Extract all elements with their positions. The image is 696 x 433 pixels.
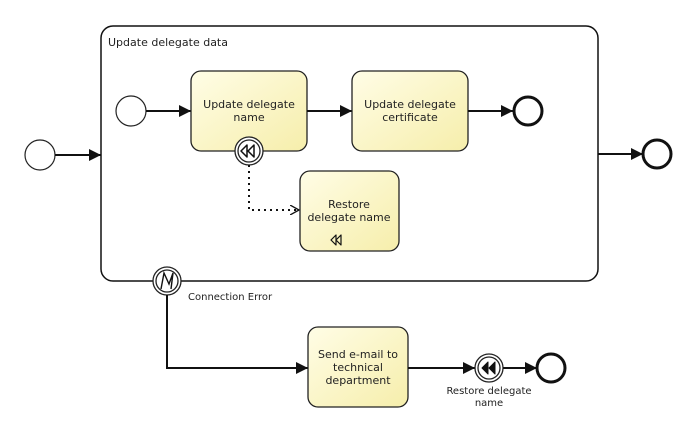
task-restore-delegate-name[interactable]: Restore delegate name	[299, 170, 400, 252]
task-label: department	[325, 374, 391, 387]
task-label: name	[233, 111, 264, 124]
task-update-delegate-name[interactable]: Update delegate name	[190, 70, 308, 152]
compensation-rewind-icon	[240, 144, 255, 158]
start-event-inner[interactable]	[115, 95, 147, 127]
sequence-flow-error-to-send-email[interactable]	[166, 295, 308, 374]
task-update-delegate-certificate[interactable]: Update delegate certificate	[351, 70, 469, 152]
subprocess-title: Update delegate data	[108, 36, 228, 49]
task-label: Update delegate	[203, 98, 295, 111]
compensation-event-label: Restore delegate	[446, 386, 531, 397]
task-label: delegate name	[307, 211, 390, 224]
end-event-compensation[interactable]	[535, 352, 567, 384]
compensation-boundary-event[interactable]	[234, 136, 264, 166]
end-event-inner[interactable]	[512, 95, 544, 127]
compensation-rewind-icon	[481, 361, 496, 375]
start-event-outer[interactable]	[24, 139, 56, 171]
task-label: Update delegate	[364, 98, 456, 111]
compensation-event-label: name	[475, 398, 503, 409]
task-label: certificate	[382, 111, 438, 124]
compensation-marker-icon	[330, 234, 342, 246]
task-label: technical	[333, 361, 383, 374]
task-label: Send e-mail to	[318, 348, 398, 361]
error-boundary-event[interactable]	[152, 266, 182, 296]
end-event-outer[interactable]	[641, 138, 673, 170]
task-label: Restore	[328, 198, 370, 211]
compensation-association[interactable]	[248, 165, 299, 210]
error-event-label: Connection Error	[188, 292, 273, 303]
task-send-email[interactable]: Send e-mail to technical department	[307, 326, 409, 408]
compensation-throw-event[interactable]	[474, 353, 504, 383]
error-lightning-icon	[160, 270, 174, 290]
